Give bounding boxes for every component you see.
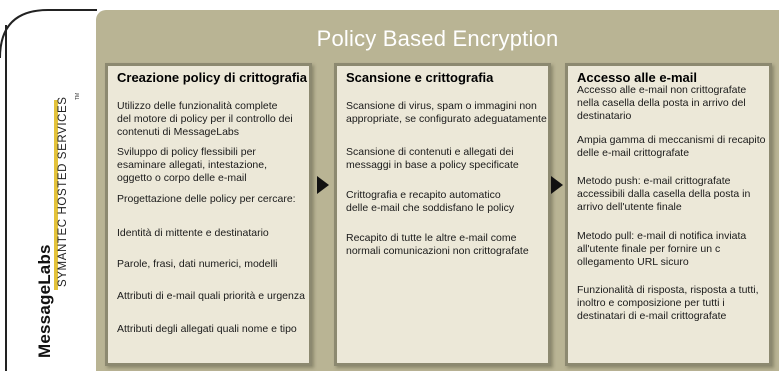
card-item: Scansione di virus, spam o immagini non … xyxy=(346,100,547,125)
brand-subtitle: SYMANTEC HOSTED SERVICES xyxy=(57,96,69,287)
card-heading: Creazione policy di crittografia xyxy=(117,70,307,85)
flow-arrow-right xyxy=(551,176,563,194)
card-item: Crittografia e recapito automatico delle… xyxy=(346,189,515,214)
card-item: Funzionalità di risposta, risposta a tut… xyxy=(577,284,759,322)
card-policy-creation: Creazione policy di crittografia Utilizz… xyxy=(105,63,312,366)
brand-sidebar: MessageLabs SYMANTEC HOSTED SERVICES TM xyxy=(0,0,97,371)
card-item: Sviluppo di policy flessibili per esamin… xyxy=(117,146,268,184)
card-email-access: Accesso alle e-mail Accesso alle e-mail … xyxy=(565,63,772,366)
card-item: Progettazione delle policy per cercare: xyxy=(117,193,296,205)
card-item: Accesso alle e-mail non crittografate ne… xyxy=(577,84,747,122)
card-item: Identità di mittente e destinatario xyxy=(117,227,269,239)
card-heading: Scansione e crittografia xyxy=(346,70,494,85)
card-item: Utilizzo delle funzionalità complete del… xyxy=(117,100,293,138)
card-item: Scansione di contenuti e allegati dei me… xyxy=(346,146,519,171)
card-scanning-encryption: Scansione e crittografia Scansione di vi… xyxy=(334,63,551,366)
card-heading: Accesso alle e-mail xyxy=(577,70,697,85)
brand-name: MessageLabs xyxy=(35,244,54,358)
card-item: Parole, frasi, dati numerici, modelli xyxy=(117,258,278,270)
flow-arrow-right xyxy=(317,176,329,194)
card-item: Attributi degli allegati quali nome e ti… xyxy=(117,323,297,335)
card-item: Metodo pull: e-mail di notifica inviata … xyxy=(577,230,747,268)
diagram-title: Policy Based Encryption xyxy=(316,26,559,51)
sidebar-outline xyxy=(0,9,97,371)
card-item: Recapito di tutte le altre e-mail come n… xyxy=(346,232,529,257)
card-item: Metodo push: e-mail crittografate access… xyxy=(577,175,751,213)
card-item: Ampia gamma di meccanismi di recapito de… xyxy=(577,134,766,159)
trademark-mark: TM xyxy=(75,92,81,100)
brand-subtitle-box xyxy=(54,100,74,290)
card-item: Attributi di e-mail quali priorità e urg… xyxy=(117,290,305,302)
